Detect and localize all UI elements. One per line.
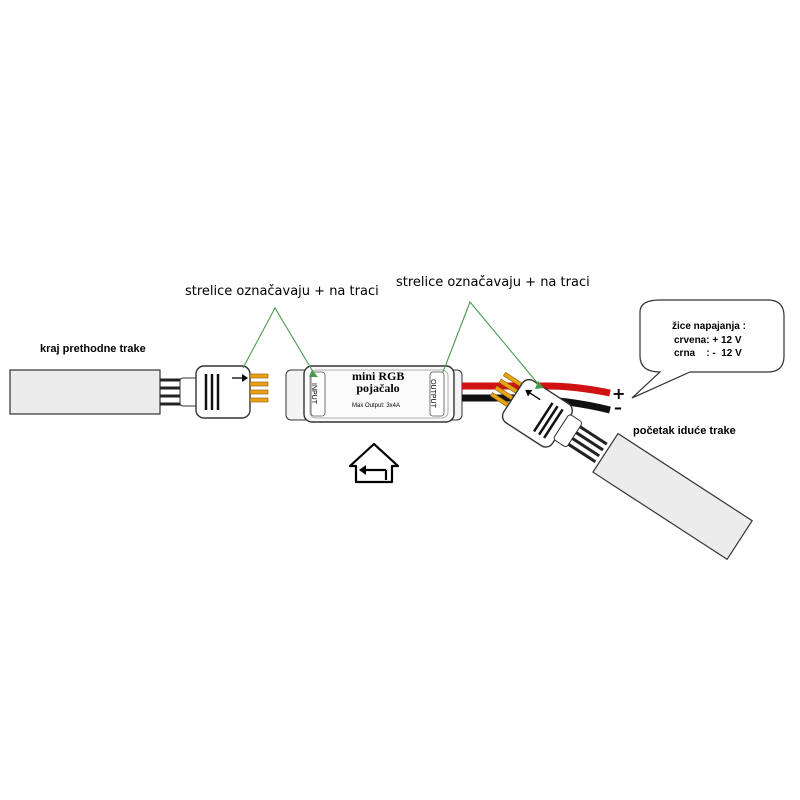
plus-sign: +	[612, 384, 626, 403]
home-back-icon[interactable]	[348, 442, 400, 484]
amp-title-line2: pojačalo	[356, 381, 400, 395]
left-connector	[179, 365, 269, 419]
minus-sign: –	[614, 398, 622, 417]
bubble-black-wire: crna : - 12 V	[674, 348, 742, 359]
amp-input-label: INPUT	[310, 383, 317, 404]
amp-title-line1: mini RGB	[352, 369, 405, 383]
amp-max-output: Max Output: 3x4A	[352, 403, 401, 409]
polarity-arrow-right-icon	[525, 389, 541, 401]
arrows-note-right: strelice označavaju + na traci	[396, 275, 590, 290]
bubble-title: žice napajanja :	[672, 321, 746, 332]
previous-strip	[9, 369, 200, 415]
arrows-note-left: strelice označavaju + na traci	[185, 284, 379, 299]
annotation-pointers	[242, 300, 544, 389]
prev-strip-label: kraj prethodne trake	[40, 343, 146, 355]
polarity-arrow-left-icon	[232, 374, 248, 382]
right-connector	[489, 371, 608, 463]
amp-output-label: OUTPUT	[428, 379, 436, 408]
next-strip-label: početak iduće trake	[633, 425, 736, 437]
power-bubble-shape	[631, 299, 785, 399]
next-strip	[592, 432, 753, 561]
rgb-amplifier	[285, 365, 463, 423]
bubble-red-wire: crvena: + 12 V	[674, 335, 742, 346]
